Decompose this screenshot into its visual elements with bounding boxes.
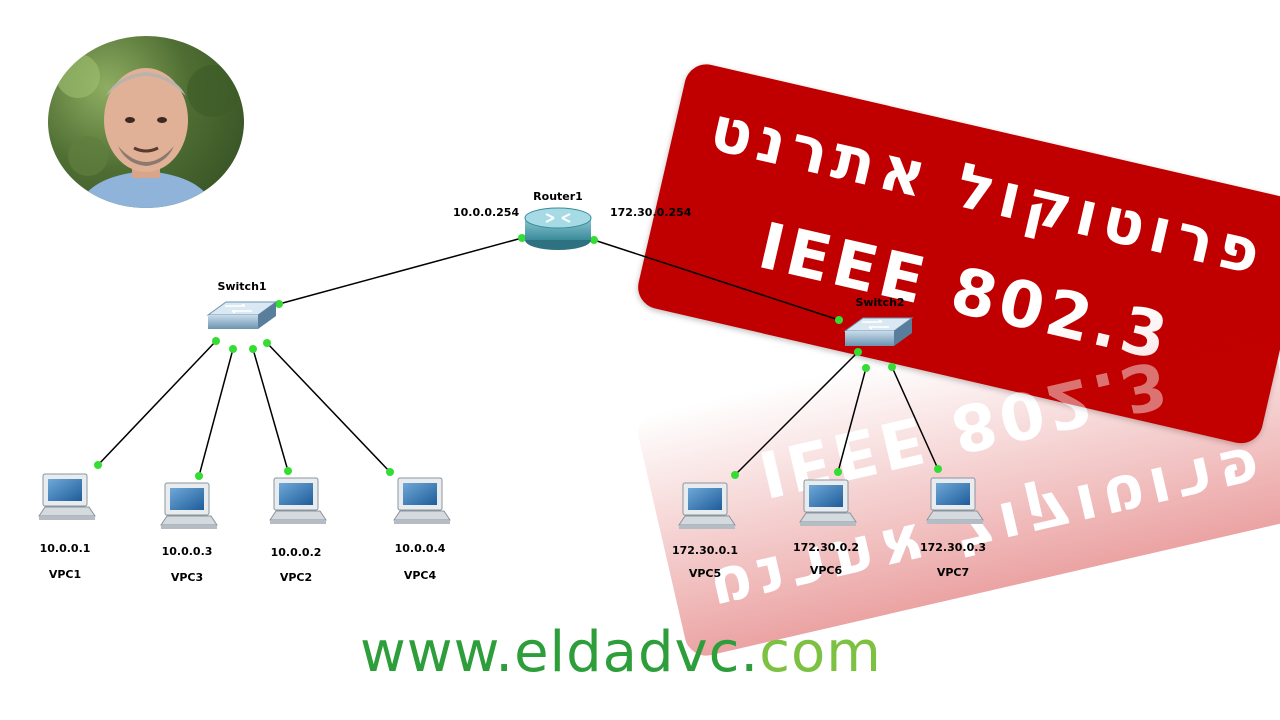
router-left-ip: 10.0.0.254 (453, 206, 519, 219)
link-vpc1[interactable] (94, 337, 220, 469)
switch2-device[interactable]: Switch2 (843, 296, 914, 346)
link-vpc4[interactable] (263, 339, 394, 476)
link-vpc7[interactable] (888, 363, 942, 473)
host-ip: 172.30.0.1 (672, 544, 738, 557)
router-name: Router1 (533, 190, 583, 203)
link-vpc1-port-a (212, 337, 220, 345)
router-device[interactable]: Router1 10.0.0.254 172.30.0.254 (453, 190, 692, 250)
link-vpc3-port-b (195, 472, 203, 480)
link-router-switch2[interactable] (590, 236, 843, 324)
host-name: VPC3 (171, 571, 203, 584)
host-ip: 10.0.0.3 (162, 545, 213, 558)
link-router-switch2-port-b (835, 316, 843, 324)
host-name: VPC7 (937, 566, 969, 579)
link-vpc6-port-a (862, 364, 870, 372)
link-router-switch1-port-b (275, 300, 283, 308)
link-vpc4-port-b (386, 468, 394, 476)
link-vpc2-port-a (249, 345, 257, 353)
link-router-switch1[interactable] (275, 234, 526, 308)
switch2-name: Switch2 (855, 296, 904, 309)
host-name: VPC6 (810, 564, 843, 577)
host-ip: 10.0.0.2 (271, 546, 322, 559)
link-vpc3[interactable] (195, 345, 237, 480)
link-vpc7-port-b (934, 465, 942, 473)
website-url[interactable]: www.eldadvc.com (360, 620, 882, 685)
host-name: VPC4 (404, 569, 437, 582)
link-vpc6[interactable] (834, 364, 870, 476)
link-vpc7-port-a (888, 363, 896, 371)
link-vpc2[interactable] (249, 345, 292, 475)
website-tld: com (759, 620, 882, 685)
router-right-ip: 172.30.0.254 (610, 206, 692, 219)
link-vpc1-port-b (94, 461, 102, 469)
presenter-photo (48, 36, 244, 208)
links-layer (94, 234, 942, 480)
host-name: VPC2 (280, 571, 312, 584)
host-ip: 10.0.0.1 (40, 542, 91, 555)
link-vpc5[interactable] (731, 348, 862, 479)
link-vpc5-port-a (854, 348, 862, 356)
link-router-switch2-port-a (590, 236, 598, 244)
link-vpc5-port-b (731, 471, 739, 479)
website-main: www.eldadvc. (360, 620, 760, 685)
link-vpc3-port-a (229, 345, 237, 353)
switch1-name: Switch1 (217, 280, 266, 293)
presenter-portrait (56, 54, 239, 208)
host-ip: 172.30.0.2 (793, 541, 859, 554)
host-name: VPC1 (49, 568, 81, 581)
hosts-layer: 10.0.0.1VPC110.0.0.3VPC310.0.0.2VPC210.0… (38, 473, 986, 584)
link-vpc4-port-a (263, 339, 271, 347)
link-vpc6-port-b (834, 468, 842, 476)
link-router-switch1-port-a (518, 234, 526, 242)
host-ip: 172.30.0.3 (920, 541, 986, 554)
host-ip: 10.0.0.4 (395, 542, 446, 555)
host-name: VPC5 (689, 567, 721, 580)
switch1-device[interactable]: Switch1 (206, 280, 278, 329)
link-vpc2-port-b (284, 467, 292, 475)
